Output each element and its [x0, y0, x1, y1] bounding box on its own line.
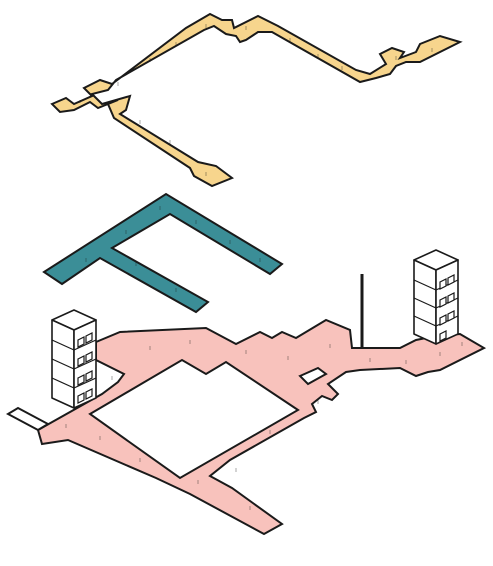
ground-layer-shape — [36, 318, 487, 536]
left-tower-windows — [77, 332, 93, 404]
ground-layer — [5, 318, 487, 536]
left-tower — [51, 309, 97, 409]
right-tower — [413, 249, 459, 345]
right-tower-left-face — [413, 259, 437, 345]
upper-layer-shape — [50, 12, 463, 188]
left-tower-floor-lines — [51, 339, 97, 389]
entry-slab — [5, 406, 51, 432]
upper-layer-hatching — [79, 24, 433, 176]
upper-layer — [50, 12, 463, 188]
middle-layer-hatching — [85, 206, 261, 292]
ground-notch — [298, 366, 328, 386]
right-tower-windows — [439, 274, 455, 342]
ground-layer-hatching — [65, 340, 463, 510]
right-tower-right-face — [435, 259, 459, 345]
middle-layer — [42, 192, 284, 314]
middle-layer-shape — [42, 192, 284, 314]
